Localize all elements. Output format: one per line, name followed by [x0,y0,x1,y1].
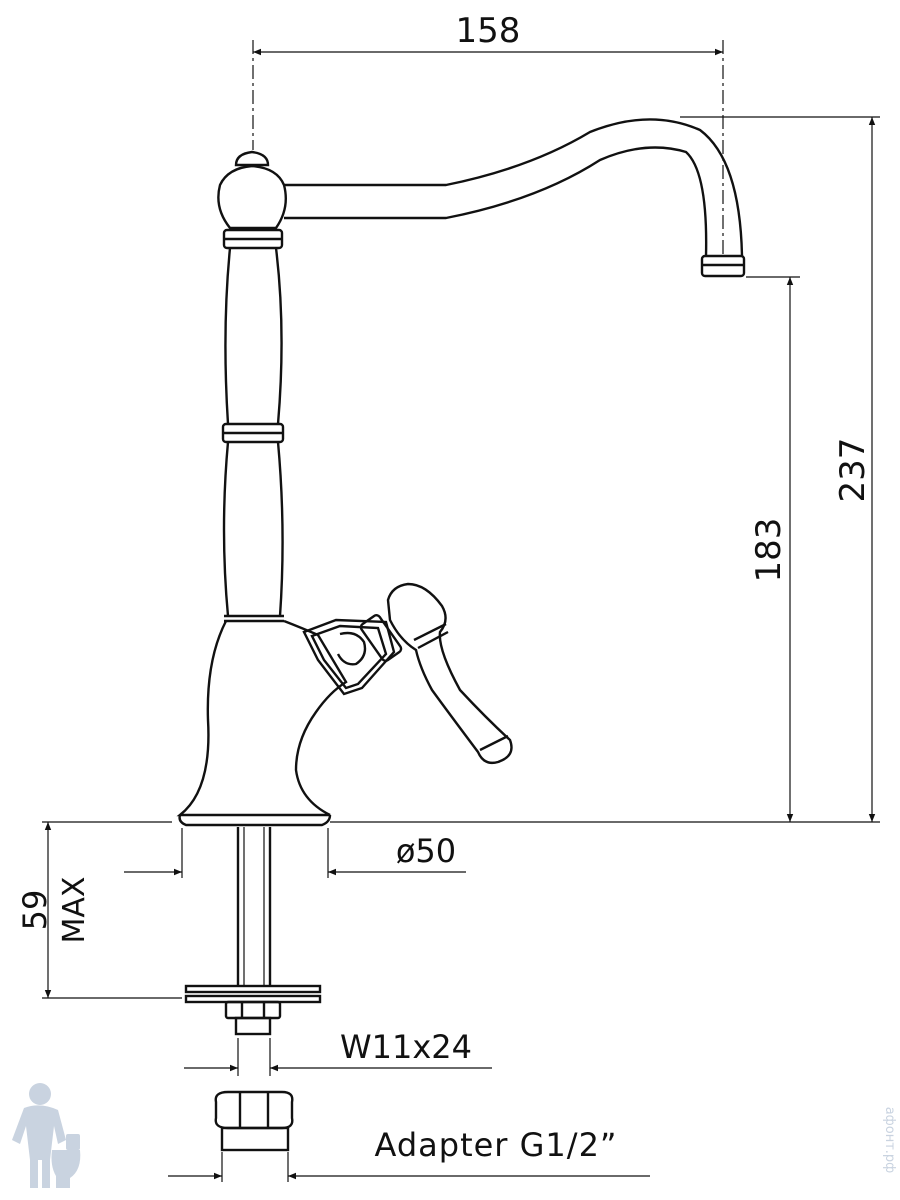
adapter [214,1090,294,1130]
faucet-outline [176,118,746,1152]
upper-body [224,247,283,425]
plumber-logo-watermark [12,1083,81,1188]
dim-diameter-label: ø50 [396,832,456,870]
dim-237-label: 237 [833,438,873,503]
base-plate [178,814,332,827]
finial [234,150,270,167]
top-ball [217,164,287,230]
fixing-nut [224,1000,282,1020]
lower-body [222,441,284,617]
dim-max-label: MAX [57,877,92,944]
dim-59-label: 59 [16,890,54,931]
extension-lines [42,40,880,1182]
valve-hub [302,618,396,696]
dim-158-label: 158 [456,11,521,51]
lever-handle [386,582,513,765]
dim-adapter-label: Adapter G1/2” [375,1126,618,1164]
dim-connection-label: W11x24 [340,1028,472,1066]
faucet-base [176,619,348,817]
dim-183-label: 183 [749,518,789,583]
spout [284,118,744,257]
dimension-lines [44,48,876,1180]
site-watermark: афонт.рф [882,1107,897,1174]
fixing-plate [184,984,322,994]
